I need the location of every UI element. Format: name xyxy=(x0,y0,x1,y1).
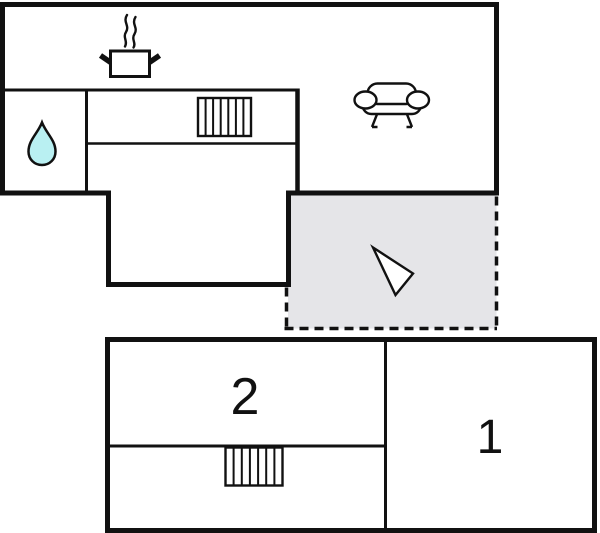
room-label-2: 2 xyxy=(231,368,260,426)
lower-floor-outer-walls xyxy=(105,337,597,533)
entrance-arrow-icon xyxy=(370,244,415,298)
lower-floor: 2 1 xyxy=(105,337,597,533)
cooking-pot-icon xyxy=(98,13,162,78)
stairs-icon xyxy=(196,96,253,138)
stairs-outline xyxy=(196,96,253,138)
terrace xyxy=(284,195,499,331)
room-label-1: 1 xyxy=(477,411,504,464)
upper-floor xyxy=(0,2,499,287)
stairs-outline xyxy=(224,446,284,487)
steam-icon xyxy=(123,13,129,48)
sofa-leg-right xyxy=(405,112,414,129)
sofa-leg-left xyxy=(370,112,379,129)
sofa-armrest-left xyxy=(353,90,378,110)
water-drop-icon xyxy=(27,118,57,167)
sofa-icon xyxy=(353,82,431,129)
stairs-steps xyxy=(204,98,245,136)
sofa-armrest-right xyxy=(405,90,431,110)
pot-body xyxy=(109,49,151,78)
stairs-icon xyxy=(224,446,284,487)
steam-icon xyxy=(132,15,137,49)
stairs-steps xyxy=(232,447,276,486)
